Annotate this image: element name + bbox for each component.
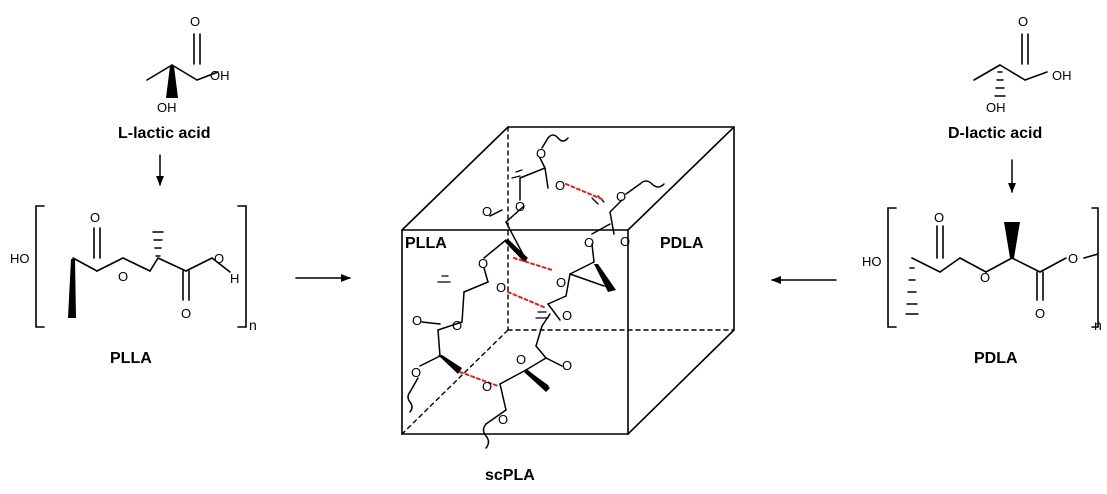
cube-wedge-1 — [504, 239, 528, 262]
pdla-repeat-n: n — [1094, 317, 1102, 333]
wavy-bottom — [482, 423, 490, 449]
pdla-bracket-right — [1091, 207, 1099, 328]
hbond-3 — [507, 291, 547, 309]
pdla-ester-o: O — [980, 270, 990, 285]
plla-end-ho: HO — [10, 251, 30, 266]
cube-o-7: O — [452, 318, 462, 333]
cube-edge-br — [627, 329, 735, 435]
cube-o-16: O — [562, 358, 572, 373]
cube-atom-labels: O O O O O O O O O O O O O O O O O O — [411, 146, 630, 427]
d-lactic-acid-label: D-lactic acid — [948, 125, 1042, 142]
l-lactic-oh-acid: OH — [210, 68, 230, 83]
scpla-label: scPLA — [485, 467, 535, 484]
cube-o-1: O — [536, 146, 546, 161]
hbond-4 — [459, 371, 499, 387]
plla-ester-o: O — [118, 269, 128, 284]
pdla-right-label: PDLA — [974, 350, 1018, 367]
cube-edge-tr — [627, 126, 735, 231]
wavy-top — [547, 134, 569, 142]
plla-carbonyl-o-2: O — [181, 306, 191, 321]
cube-pdla-label: PDLA — [660, 235, 704, 252]
l-lactic-wedge-bond — [166, 66, 178, 98]
l-lactic-oh-alpha: OH — [157, 100, 177, 115]
plla-hash-bond — [152, 231, 164, 257]
cube-o-17: O — [482, 379, 492, 394]
cube-plla-chain — [482, 180, 665, 449]
d-lactic-oh-acid: OH — [1052, 68, 1072, 83]
pdla-bracket-left — [887, 207, 897, 328]
d-lactic-carbonyl-o: O — [1018, 14, 1028, 29]
pdla-end-o: O — [1068, 251, 1078, 266]
plla-end-h: H — [230, 271, 239, 286]
hbond-1 — [565, 183, 605, 201]
wavy-left — [407, 391, 413, 413]
d-lactic-oh-alpha: OH — [986, 100, 1006, 115]
cube-o-12: O — [620, 234, 630, 249]
cube-o-10: O — [616, 189, 626, 204]
sc-cube — [401, 126, 735, 435]
wavy-top-right — [639, 180, 665, 188]
cube-wedge-3 — [594, 264, 616, 292]
cube-o-4: O — [482, 204, 492, 219]
cube-pdla-chain — [407, 134, 569, 413]
l-lactic-carbonyl-o: O — [190, 14, 200, 29]
cube-o-6: O — [496, 280, 506, 295]
plla-repeat-n: n — [249, 317, 257, 333]
cube-o-3: O — [515, 199, 525, 214]
cube-o-14: O — [562, 308, 572, 323]
cube-hash-bonds — [437, 169, 605, 319]
cube-o-8: O — [412, 313, 422, 328]
d-lactic-hash-bond — [994, 71, 1006, 97]
plla-wedge-bond — [68, 259, 76, 318]
cube-o-5: O — [478, 256, 488, 271]
cube-o-15: O — [516, 352, 526, 367]
plla-bracket-left — [35, 205, 45, 328]
plla-bracket-right — [237, 205, 247, 328]
cube-o-11: O — [584, 235, 594, 250]
cube-hidden-edges — [401, 126, 735, 435]
l-lactic-acid-label: L-lactic acid — [118, 125, 210, 142]
hydrogen-bonds — [459, 183, 605, 387]
pdla-hash-bond — [905, 267, 919, 315]
cube-plla-label: PLLA — [405, 235, 447, 252]
hbond-2 — [513, 257, 553, 271]
pdla-carbonyl-o-1: O — [934, 210, 944, 225]
cube-o-2: O — [555, 178, 565, 193]
cube-o-18: O — [498, 412, 508, 427]
plla-structure — [35, 205, 247, 328]
cube-wedge-4 — [524, 370, 550, 392]
pdla-carbonyl-o-2: O — [1035, 306, 1045, 321]
plla-left-label: PLLA — [110, 350, 152, 367]
pdla-wedge-bond — [1004, 222, 1020, 258]
pdla-end-ho: HO — [862, 254, 882, 269]
d-lactic-acid-structure — [973, 33, 1048, 81]
cube-wedge-2 — [438, 355, 462, 374]
pdla-structure — [887, 207, 1099, 328]
cube-o-9: O — [411, 365, 421, 380]
cube-edge-tl — [401, 126, 509, 231]
plla-carbonyl-o-1: O — [90, 210, 100, 225]
l-lactic-acid-structure — [146, 33, 219, 81]
cube-o-13: O — [556, 275, 566, 290]
plla-end-o: O — [214, 251, 224, 266]
